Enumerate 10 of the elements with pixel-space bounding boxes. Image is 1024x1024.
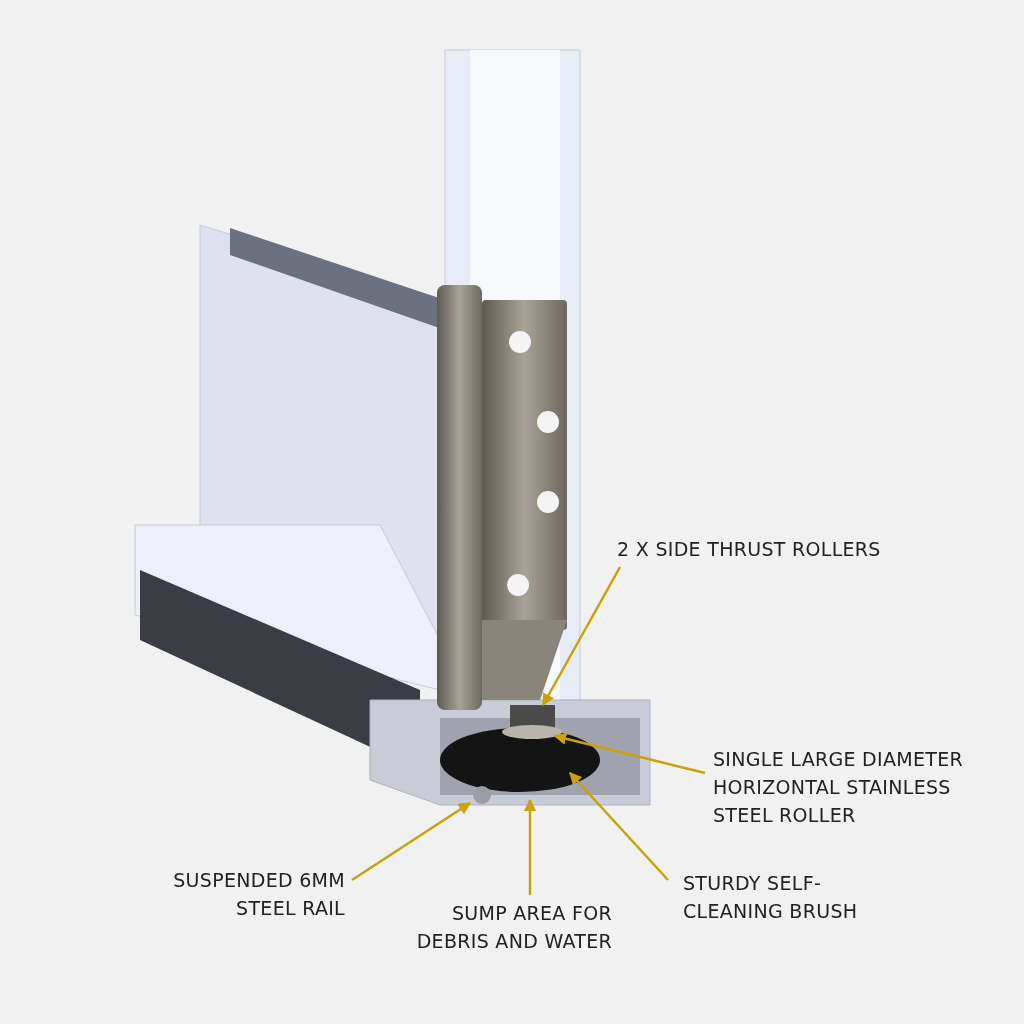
leader-line <box>541 566 622 707</box>
leader-line <box>569 772 669 881</box>
leader-line <box>553 732 706 775</box>
callout-label: SINGLE LARGE DIAMETER HORIZONTAL STAINLESS STEEL ROLLER <box>713 745 1003 829</box>
leader-line <box>523 798 537 895</box>
callout-label: SUMP AREA FOR DEBRIS AND WATER <box>390 899 612 955</box>
callout-label: STURDY SELF-CLEANING BRUSH <box>683 869 873 925</box>
callout-label: SUSPENDED 6MM STEEL RAIL <box>130 866 345 922</box>
callout-label: 2 X SIDE THRUST ROLLERS <box>617 535 917 563</box>
leader-line <box>351 801 472 882</box>
